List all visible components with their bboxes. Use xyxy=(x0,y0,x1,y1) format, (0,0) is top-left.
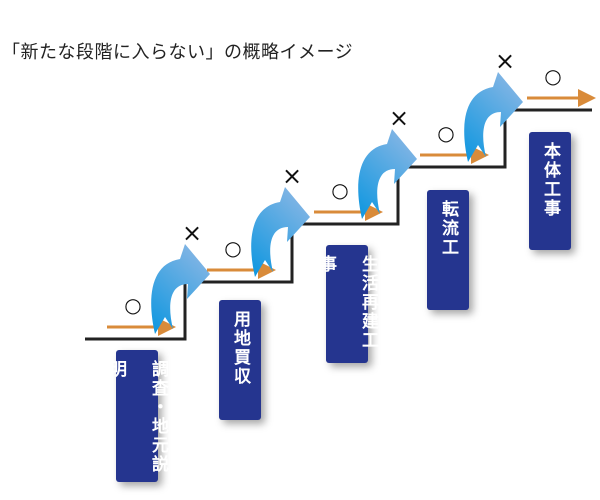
staircase-line xyxy=(85,108,592,341)
ok-mark: ○ xyxy=(124,293,141,317)
step-label-box: 生活再建工事 xyxy=(316,245,378,363)
ng-mark: × xyxy=(495,47,515,75)
blue-curved-arrow xyxy=(151,244,210,334)
step-label-box: 用地買収 xyxy=(219,300,261,420)
step-label-box: 調査・地元説明 xyxy=(106,350,168,482)
ok-mark: ○ xyxy=(437,121,454,145)
ok-mark: ○ xyxy=(224,236,241,260)
ng-mark: × xyxy=(389,104,409,132)
step-label-box: 転流工 xyxy=(427,190,469,310)
blue-curved-arrow xyxy=(358,129,417,219)
blue-curved-arrow xyxy=(464,72,523,162)
ok-mark: ○ xyxy=(331,178,348,202)
diagram-title: 「新たな段階に入らない」の概略イメージ xyxy=(2,42,354,63)
ok-mark: ○ xyxy=(544,64,561,88)
blue-curved-arrow xyxy=(251,187,310,277)
ng-mark: × xyxy=(182,219,202,247)
ng-mark: × xyxy=(282,162,302,190)
step-label-box: 本体工事 xyxy=(529,132,571,250)
